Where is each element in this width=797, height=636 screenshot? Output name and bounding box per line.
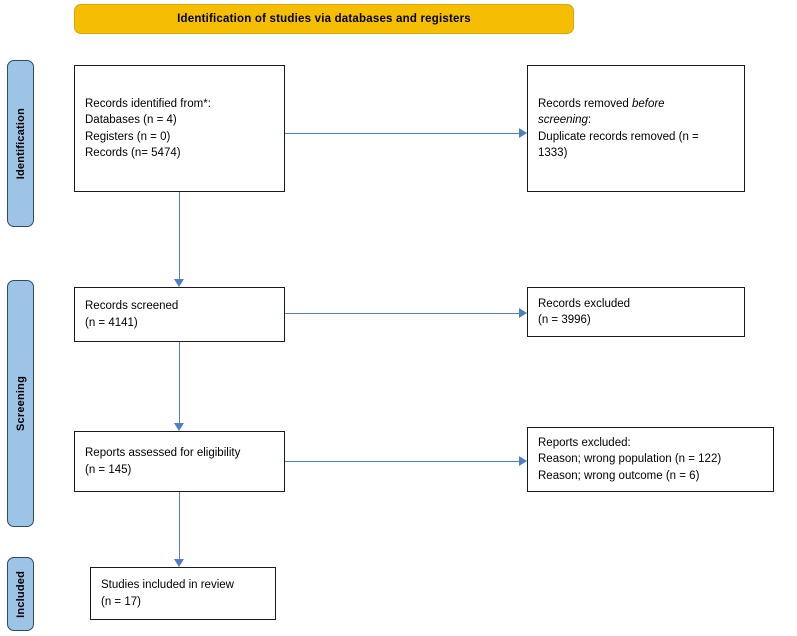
connector-screened-to-excluded-line bbox=[285, 313, 519, 315]
connector-eligibility-to-included-arrow bbox=[174, 559, 184, 567]
studies-included-line-1: Studies included in review bbox=[101, 579, 234, 592]
reports-excluded-line-2: Reason; wrong population (n = 122) bbox=[538, 453, 722, 466]
stage-label-included: Included bbox=[7, 557, 34, 631]
node-records-identified-text: Records identified from*: Databases (n =… bbox=[75, 96, 284, 161]
records-identified-line-3: Registers (n = 0) bbox=[85, 130, 171, 143]
connector-screened-to-eligibility-arrow bbox=[174, 423, 184, 431]
records-removed-line-2: screening: bbox=[538, 112, 734, 128]
studies-included-line-2: (n = 17) bbox=[101, 595, 141, 608]
reports-assessed-line-1: Reports assessed for eligibility bbox=[85, 447, 241, 460]
records-removed-italic-2: screening bbox=[538, 114, 588, 127]
node-records-excluded: Records excluded (n = 3996) bbox=[527, 287, 745, 337]
node-records-screened-text: Records screened (n = 4141) bbox=[75, 298, 284, 331]
diagram-title: Identification of studies via databases … bbox=[177, 13, 471, 25]
node-reports-excluded: Reports excluded: Reason; wrong populati… bbox=[527, 427, 774, 492]
connector-identified-to-removed-line bbox=[285, 133, 519, 135]
node-reports-assessed-text: Reports assessed for eligibility (n = 14… bbox=[75, 445, 284, 478]
records-removed-line-1: Records removed before bbox=[538, 96, 734, 112]
connector-eligibility-to-included-line bbox=[179, 492, 181, 559]
node-records-screened: Records screened (n = 4141) bbox=[74, 287, 285, 342]
node-records-identified: Records identified from*: Databases (n =… bbox=[74, 65, 285, 192]
stage-label-screening: Screening bbox=[7, 280, 34, 527]
connector-eligibility-to-reports-excluded-arrow bbox=[519, 456, 527, 466]
node-records-excluded-text: Records excluded (n = 3996) bbox=[528, 296, 744, 329]
node-reports-excluded-text: Reports excluded: Reason; wrong populati… bbox=[528, 435, 773, 484]
connector-identified-to-screened-line bbox=[179, 192, 181, 279]
node-studies-included-text: Studies included in review (n = 17) bbox=[91, 577, 275, 610]
stage-included-text: Included bbox=[14, 570, 27, 618]
reports-assessed-line-2: (n = 145) bbox=[85, 463, 132, 476]
reports-excluded-line-1: Reports excluded: bbox=[538, 437, 631, 449]
stage-label-identification: Identification bbox=[7, 60, 34, 227]
node-records-removed-text: Records removed before screening: Duplic… bbox=[528, 96, 744, 161]
records-identified-line-1: Records identified from*: bbox=[85, 97, 211, 110]
diagram-header-banner: Identification of studies via databases … bbox=[74, 4, 574, 34]
connector-screened-to-eligibility-line bbox=[179, 342, 181, 423]
node-studies-included: Studies included in review (n = 17) bbox=[90, 567, 276, 620]
stage-screening-text: Screening bbox=[14, 376, 27, 431]
records-screened-line-1: Records screened bbox=[85, 300, 179, 313]
records-excluded-line-1: Records excluded bbox=[538, 297, 631, 310]
records-identified-line-2: Databases (n = 4) bbox=[85, 114, 177, 127]
records-identified-line-4: Records (n= 5474) bbox=[85, 146, 181, 159]
connector-identified-to-removed-arrow bbox=[519, 128, 527, 138]
connector-eligibility-to-reports-excluded-line bbox=[285, 461, 519, 463]
records-screened-line-2: (n = 4141) bbox=[85, 316, 138, 329]
node-records-removed: Records removed before screening: Duplic… bbox=[527, 65, 745, 192]
node-reports-assessed-eligibility: Reports assessed for eligibility (n = 14… bbox=[74, 431, 285, 492]
reports-excluded-line-3: Reason; wrong outcome (n = 6) bbox=[538, 469, 700, 482]
records-removed-plain-2: : bbox=[587, 114, 592, 127]
stage-identification-text: Identification bbox=[14, 107, 27, 180]
records-removed-plain-1: Records removed bbox=[538, 97, 632, 110]
records-excluded-line-2: (n = 3996) bbox=[538, 314, 591, 326]
connector-identified-to-screened-arrow bbox=[174, 279, 184, 287]
connector-screened-to-excluded-arrow bbox=[519, 308, 527, 318]
records-removed-line-3: Duplicate records removed (n = bbox=[538, 130, 699, 143]
records-removed-line-4: 1333) bbox=[538, 146, 568, 159]
records-removed-italic-1: before bbox=[631, 97, 665, 110]
